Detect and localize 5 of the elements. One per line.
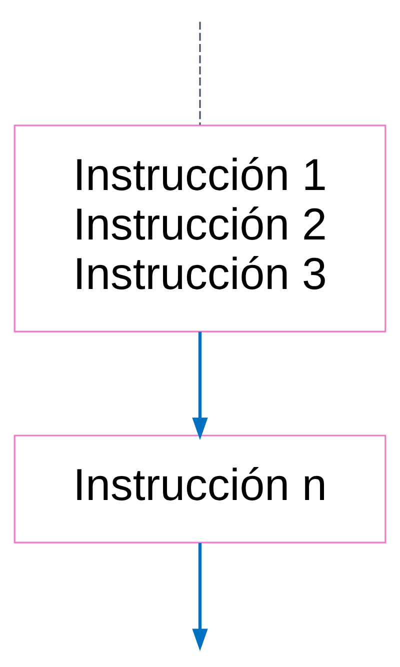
- connector: [199, 21, 201, 124]
- node-box: Instrucción 1 Instrucción 2 Instrucción 3: [14, 124, 386, 332]
- arrow: [192, 542, 208, 651]
- node-box: Instrucción n: [14, 434, 386, 543]
- arrow: [192, 331, 208, 440]
